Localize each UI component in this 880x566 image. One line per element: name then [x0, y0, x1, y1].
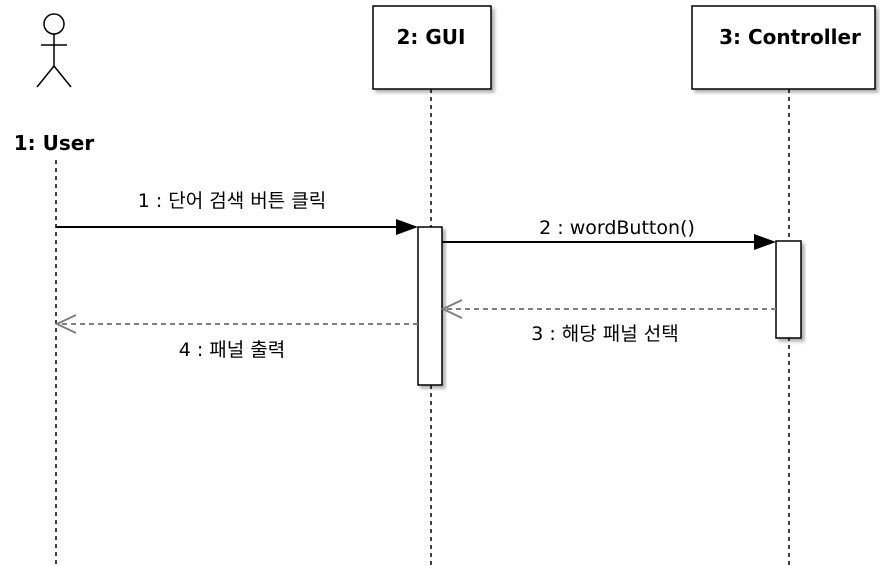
message-1-arrowhead-icon	[396, 219, 418, 235]
controller-label: 3: Controller	[719, 25, 861, 49]
message-4: 4 : 패널 출력	[54, 314, 418, 361]
message-4-arrowhead-icon	[54, 314, 77, 334]
message-3-label: 3 : 해당 패널 선택	[531, 323, 679, 345]
message-4-label: 4 : 패널 출력	[179, 339, 286, 361]
actor-user-label: 1: User	[14, 131, 95, 155]
message-1-label: 1 : 단어 검색 버튼 클릭	[138, 190, 327, 212]
actor-figure-icon	[36, 13, 72, 88]
message-2: 2 : wordButton()	[442, 217, 776, 250]
message-2-label: 2 : wordButton()	[539, 217, 695, 239]
controller-activation-bar	[775, 240, 802, 339]
message-3: 3 : 해당 패널 선택	[440, 299, 776, 345]
message-3-arrowhead-icon	[440, 299, 463, 319]
gui-activation-bar	[417, 226, 443, 386]
message-2-arrowhead-icon	[754, 234, 776, 250]
participant-gui: 2: GUI	[372, 5, 492, 90]
gui-label: 2: GUI	[397, 25, 466, 49]
actor-user: 1: User	[14, 13, 95, 155]
controller-box	[691, 5, 876, 90]
participant-controller: 3: Controller	[691, 5, 876, 90]
gui-box	[372, 5, 492, 90]
message-1: 1 : 단어 검색 버튼 클릭	[56, 190, 418, 235]
